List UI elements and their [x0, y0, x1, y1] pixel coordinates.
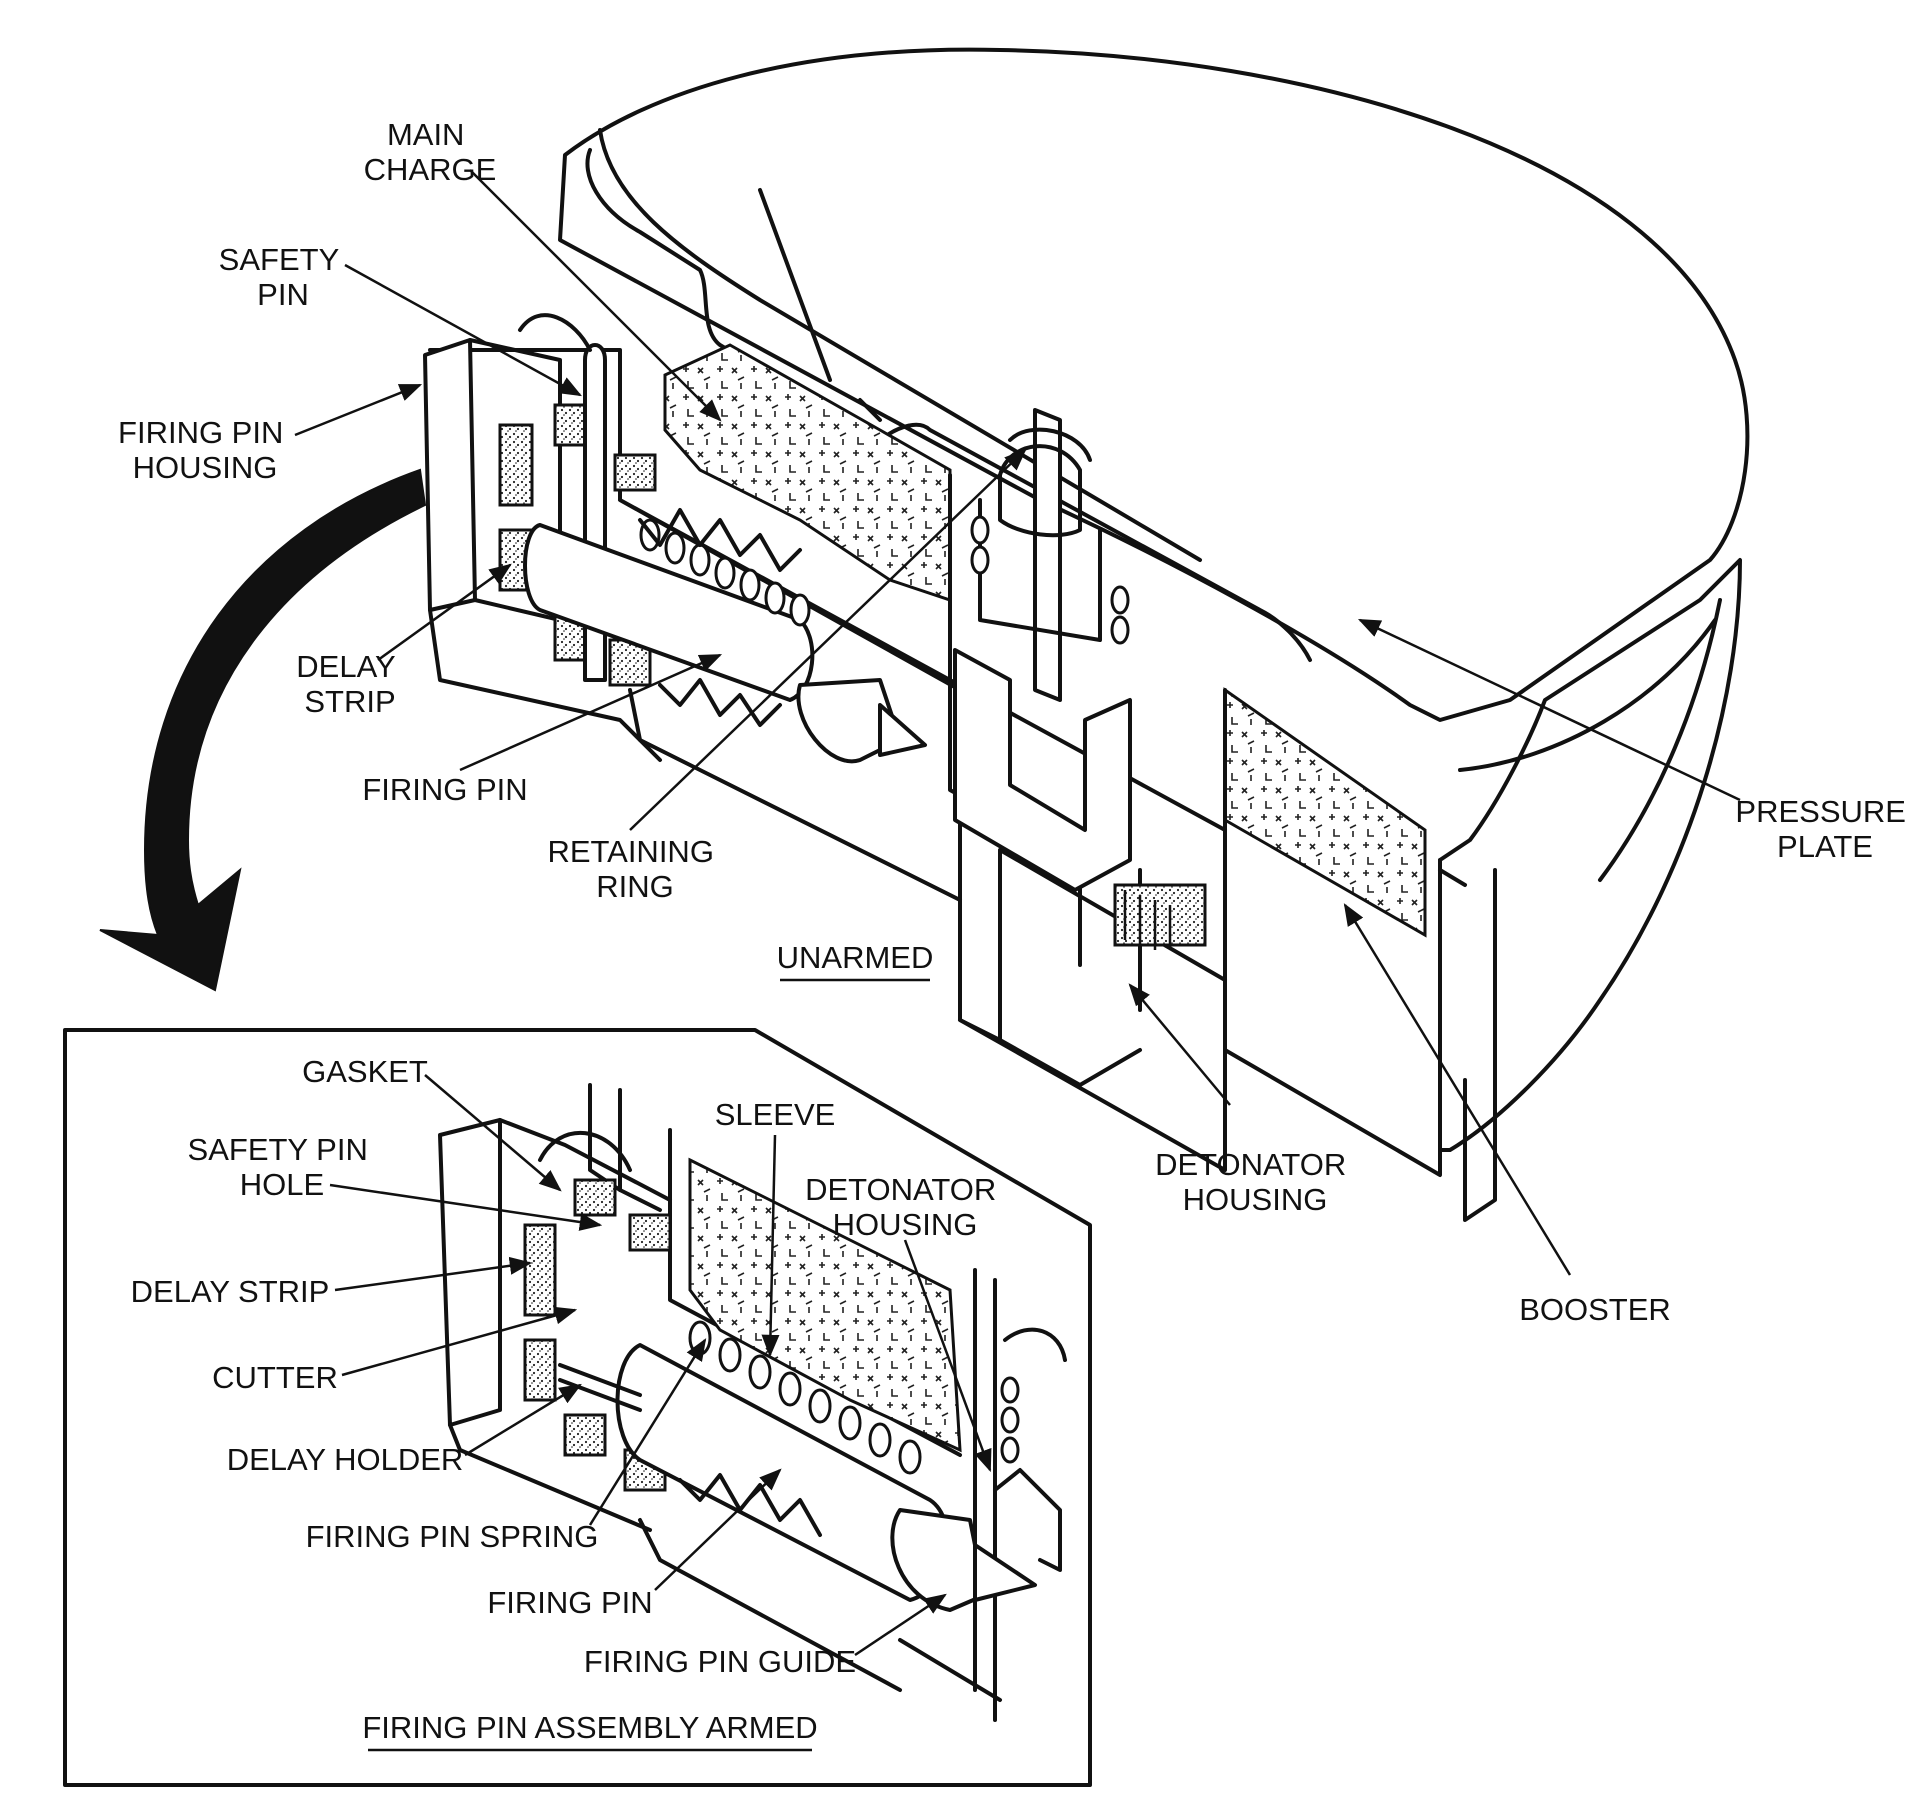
label-cutter: CUTTER [212, 1360, 338, 1395]
armed-inset [63, 1028, 1092, 1787]
label-firing-pin-armed: FIRING PIN [487, 1585, 652, 1620]
inset-frame [63, 1028, 1092, 1787]
armed-labels: GASKET SAFETY PIN HOLE DELAY STRIP CUTTE… [131, 1054, 1005, 1752]
label-delay-strip-armed: DELAY STRIP [131, 1274, 330, 1309]
curved-arrow-icon [99, 468, 427, 992]
unarmed-labels: MAIN CHARGE SAFETY PIN FIRING PIN HOUSIN… [118, 117, 1912, 1327]
label-safety-pin: SAFETY PIN [219, 242, 348, 312]
label-firing-pin-guide: FIRING PIN GUIDE [584, 1644, 856, 1679]
label-main-charge: MAIN CHARGE [364, 117, 497, 187]
caption-unarmed: UNARMED [777, 940, 934, 975]
firing-pin-guide [796, 678, 902, 764]
label-sleeve: SLEEVE [715, 1097, 836, 1132]
label-detonator-housing-armed: DETONATOR HOUSING [805, 1172, 1005, 1242]
detonator-housing [953, 648, 1132, 892]
label-delay-strip: DELAY STRIP [296, 649, 403, 719]
firing-pin-housing [423, 338, 477, 612]
caption-firing-pin-assembly-armed: FIRING PIN ASSEMBLY ARMED [362, 1710, 817, 1745]
label-gasket: GASKET [302, 1054, 428, 1089]
label-firing-pin: FIRING PIN [362, 772, 527, 807]
inset-firing-pin-guide [890, 1508, 987, 1612]
pressure-plate-dome [558, 47, 1750, 722]
booster-charge [1223, 687, 1427, 938]
unarmed-leaders [294, 169, 1741, 1276]
pressure-plate-rim [585, 148, 1312, 662]
label-pressure-plate: PRESSURE PLATE [1735, 794, 1912, 864]
inset-main-charge [688, 1157, 962, 1453]
label-detonator-housing: DETONATOR HOUSING [1155, 1147, 1355, 1217]
main-charge [663, 343, 952, 603]
label-booster: BOOSTER [1519, 1292, 1671, 1327]
mine-body [1438, 558, 1742, 1152]
firing-pin-spring [639, 518, 811, 627]
label-safety-pin-hole: SAFETY PIN HOLE [188, 1132, 377, 1202]
label-retaining-ring: RETAINING RING [547, 834, 722, 904]
unarmed-assembly [423, 47, 1750, 1222]
inset-firing-pin-spring [688, 1320, 922, 1475]
label-delay-holder: DELAY HOLDER [227, 1442, 464, 1477]
armed-leaders [329, 1074, 992, 1657]
label-firing-pin-spring: FIRING PIN SPRING [306, 1519, 599, 1554]
firing-pin-body [523, 523, 815, 702]
label-firing-pin-housing: FIRING PIN HOUSING [118, 415, 292, 485]
